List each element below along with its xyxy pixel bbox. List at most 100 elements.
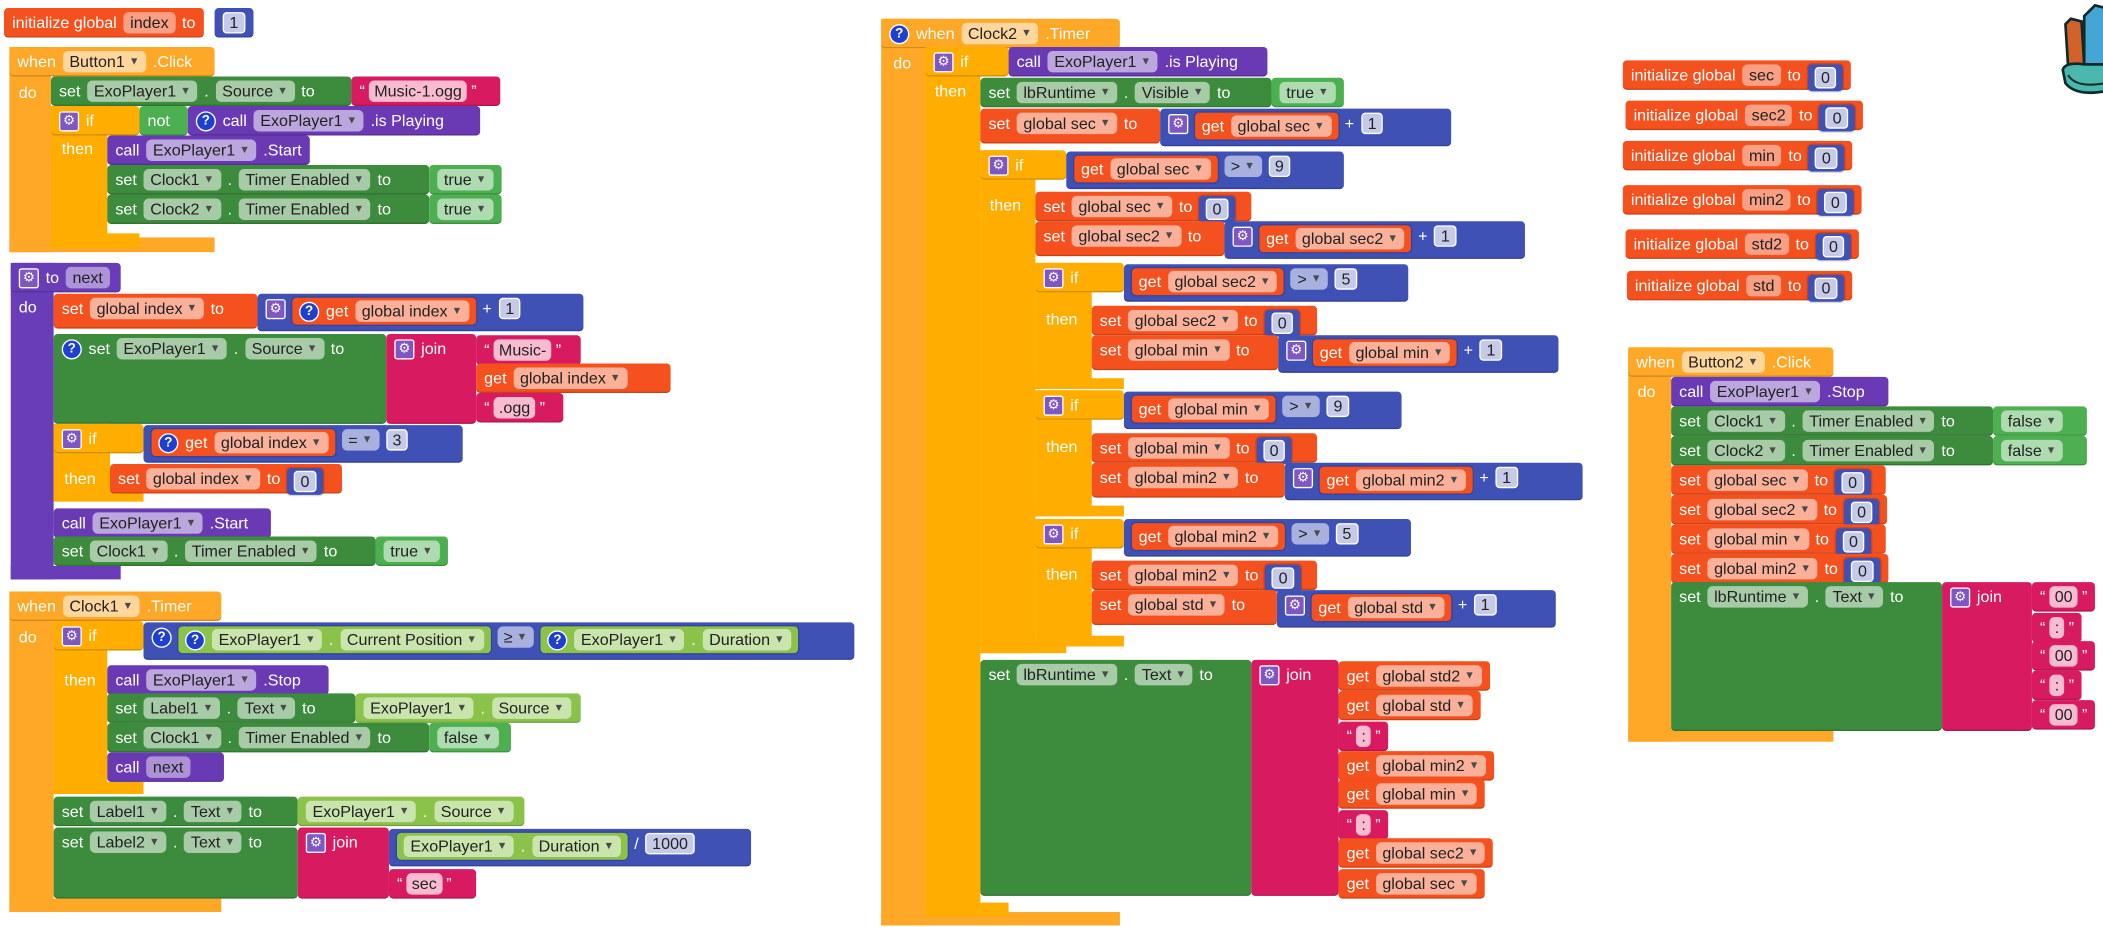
dropdown-field[interactable]: lbRuntime▼ bbox=[1016, 81, 1118, 104]
math-block[interactable]: 0 bbox=[1199, 195, 1235, 223]
dropdown-field[interactable]: Timer Enabled▼ bbox=[1802, 410, 1935, 432]
block-d7a[interactable]: ExoPlayer1▼.Duration▼/1000 bbox=[388, 828, 752, 867]
math-block[interactable]: 0 bbox=[1815, 233, 1852, 261]
dropdown-field[interactable]: global min▼ bbox=[1167, 398, 1270, 420]
block-g2v[interactable]: false▼ bbox=[1993, 406, 2087, 436]
dropdown-field[interactable]: Clock1▼ bbox=[62, 595, 140, 617]
math-block[interactable]: 0 bbox=[1817, 189, 1854, 216]
number-field[interactable]: 0 bbox=[1841, 472, 1864, 494]
dropdown-field[interactable]: Visible▼ bbox=[1135, 81, 1211, 104]
mutator-gear-icon[interactable]: ⚙ bbox=[1292, 468, 1314, 489]
block-g8i1[interactable]: “:” bbox=[2031, 612, 2083, 643]
help-question-icon[interactable]: ? bbox=[547, 630, 568, 651]
mutator-gear-icon[interactable]: ⚙ bbox=[265, 299, 286, 320]
block-e16i2[interactable]: “:” bbox=[1338, 721, 1389, 752]
dropdown-field[interactable]: true▼ bbox=[437, 198, 494, 220]
dropdown-field[interactable]: Timer Enabled▼ bbox=[185, 540, 318, 562]
mutator-gear-icon[interactable]: ⚙ bbox=[305, 832, 326, 854]
dropdown-field[interactable]: global min2▼ bbox=[1127, 564, 1239, 587]
string-value[interactable]: 00 bbox=[2049, 586, 2079, 608]
dropdown-field[interactable]: global sec2▼ bbox=[1167, 270, 1278, 293]
dropdown-field[interactable]: lbRuntime▼ bbox=[1016, 663, 1118, 686]
block-d3v[interactable]: ExoPlayer1▼.Source▼ bbox=[355, 693, 581, 723]
dropdown-field[interactable]: global min▼ bbox=[1375, 783, 1478, 805]
number-field[interactable]: 0 bbox=[1271, 567, 1295, 589]
math-block[interactable]: 0 bbox=[1807, 64, 1844, 92]
block-d6v[interactable]: ExoPlayer1▼.Source▼ bbox=[297, 796, 525, 827]
math-block[interactable]: 0 bbox=[1835, 528, 1872, 556]
dropdown-field[interactable]: global min▼ bbox=[1348, 342, 1451, 364]
dropdown-field[interactable]: Source▼ bbox=[491, 697, 571, 719]
string-value[interactable]: 00 bbox=[2049, 645, 2079, 667]
math-block[interactable]: 0 bbox=[1834, 469, 1871, 497]
mutator-gear-icon[interactable]: ⚙ bbox=[394, 339, 415, 360]
dropdown-field[interactable]: ExoPlayer1▼ bbox=[1047, 50, 1158, 73]
help-question-icon[interactable]: ? bbox=[185, 630, 206, 651]
string-literal[interactable]: “:” bbox=[2040, 674, 2074, 697]
dropdown-field[interactable]: global min2▼ bbox=[1127, 466, 1239, 489]
block-g8i0[interactable]: “00” bbox=[2031, 582, 2096, 612]
dropdown-field[interactable]: Source▼ bbox=[434, 800, 514, 823]
string-literal[interactable]: “sec” bbox=[397, 873, 452, 895]
dropdown-field[interactable]: global sec▼ bbox=[1230, 115, 1332, 137]
block-g8i3[interactable]: “:” bbox=[2031, 670, 2083, 701]
dropdown-field[interactable]: global index▼ bbox=[89, 297, 204, 320]
dropdown-field[interactable]: Label2▼ bbox=[89, 831, 167, 854]
math-block[interactable]: 0 bbox=[1808, 274, 1844, 302]
getter-block[interactable]: ExoPlayer1▼.Duration▼ bbox=[396, 832, 628, 860]
block-e1[interactable]: ⚙if bbox=[925, 46, 1009, 77]
name-field[interactable]: next bbox=[65, 266, 110, 289]
dropdown-field[interactable]: global min▼ bbox=[1127, 437, 1230, 459]
number-field[interactable]: 1 bbox=[498, 297, 521, 320]
dropdown-field[interactable]: global std▼ bbox=[1127, 594, 1225, 616]
dropdown-field[interactable]: Clock1▼ bbox=[143, 726, 221, 749]
mutator-gear-icon[interactable]: ⚙ bbox=[1232, 226, 1253, 247]
mutator-gear-icon[interactable]: ⚙ bbox=[61, 429, 82, 450]
string-literal[interactable]: “:” bbox=[2040, 616, 2074, 639]
dropdown-field[interactable]: Timer Enabled▼ bbox=[238, 198, 371, 220]
number-field[interactable]: 0 bbox=[1824, 191, 1847, 214]
block-c3[interactable]: ⚙if bbox=[53, 423, 144, 454]
block-d7b[interactable]: “sec” bbox=[388, 869, 477, 899]
dropdown-field[interactable]: ExoPlayer1▼ bbox=[305, 800, 417, 823]
number-field[interactable]: 1 bbox=[1495, 466, 1518, 489]
block-d1c[interactable]: ??ExoPlayer1▼.Current Position▼≥▼?ExoPla… bbox=[143, 622, 855, 660]
mutator-gear-icon[interactable]: ⚙ bbox=[1043, 268, 1064, 289]
block-g8i2[interactable]: “00” bbox=[2031, 641, 2096, 671]
block-e4[interactable]: ⚙if bbox=[980, 150, 1067, 180]
help-question-icon[interactable]: ? bbox=[151, 627, 172, 648]
dropdown-field[interactable]: Text▼ bbox=[1825, 586, 1884, 608]
dropdown-field[interactable]: global index▼ bbox=[513, 367, 628, 389]
mutator-gear-icon[interactable]: ⚙ bbox=[1950, 587, 1971, 608]
dropdown-field[interactable]: global sec▼ bbox=[1707, 469, 1808, 491]
number-field[interactable]: 0 bbox=[1825, 107, 1849, 129]
